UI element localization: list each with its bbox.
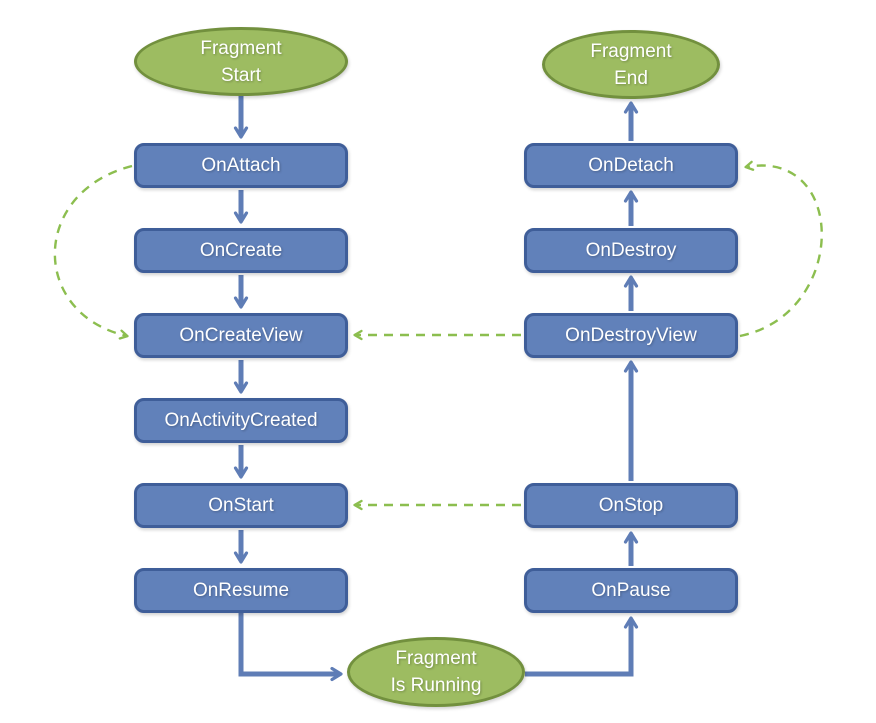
node-label: OnDestroyView [565, 324, 697, 346]
node-label: Start [220, 64, 262, 86]
node-label: Fragment [590, 40, 672, 62]
node-onattach: OnAttach [134, 143, 348, 188]
node-onactivitycreated: OnActivityCreated [134, 398, 348, 443]
node-oncreate: OnCreate [134, 228, 348, 273]
node-label: OnStop [598, 494, 664, 516]
node-label: Fragment [395, 648, 477, 669]
node-label: OnPause [591, 579, 671, 601]
node-label: OnStart [208, 494, 274, 516]
node-label: OnAttach [201, 154, 281, 176]
node-fragment-is-running: Fragment Is Running [347, 637, 525, 707]
edge-onattach-oncreateview-dashed [53, 164, 133, 340]
node-label: Is Running [390, 675, 482, 696]
node-ondestroy: OnDestroy [524, 228, 738, 273]
node-onstart: OnStart [134, 483, 348, 528]
edge-onresume-fragmentrunning [238, 611, 343, 682]
node-onstop: OnStop [524, 483, 738, 528]
node-ondetach: OnDetach [524, 143, 738, 188]
node-label: OnDetach [588, 154, 674, 176]
edge-ondestroyview-ondetach-dashed [739, 160, 823, 338]
node-label: OnActivityCreated [164, 409, 318, 431]
node-onresume: OnResume [134, 568, 348, 613]
node-label: OnCreateView [179, 324, 303, 346]
node-label: OnCreate [199, 239, 283, 261]
node-onpause: OnPause [524, 568, 738, 613]
node-ondestroyview: OnDestroyView [524, 313, 738, 358]
node-label: Fragment [200, 37, 282, 59]
node-label: OnResume [192, 579, 290, 601]
node-fragment-end: Fragment End [542, 30, 720, 99]
node-label: End [614, 67, 648, 89]
node-oncreateview: OnCreateView [134, 313, 348, 358]
edge-fragmentrunning-onpause [525, 616, 639, 677]
node-fragment-start: Fragment Start [134, 27, 348, 96]
node-label: OnDestroy [585, 239, 677, 261]
